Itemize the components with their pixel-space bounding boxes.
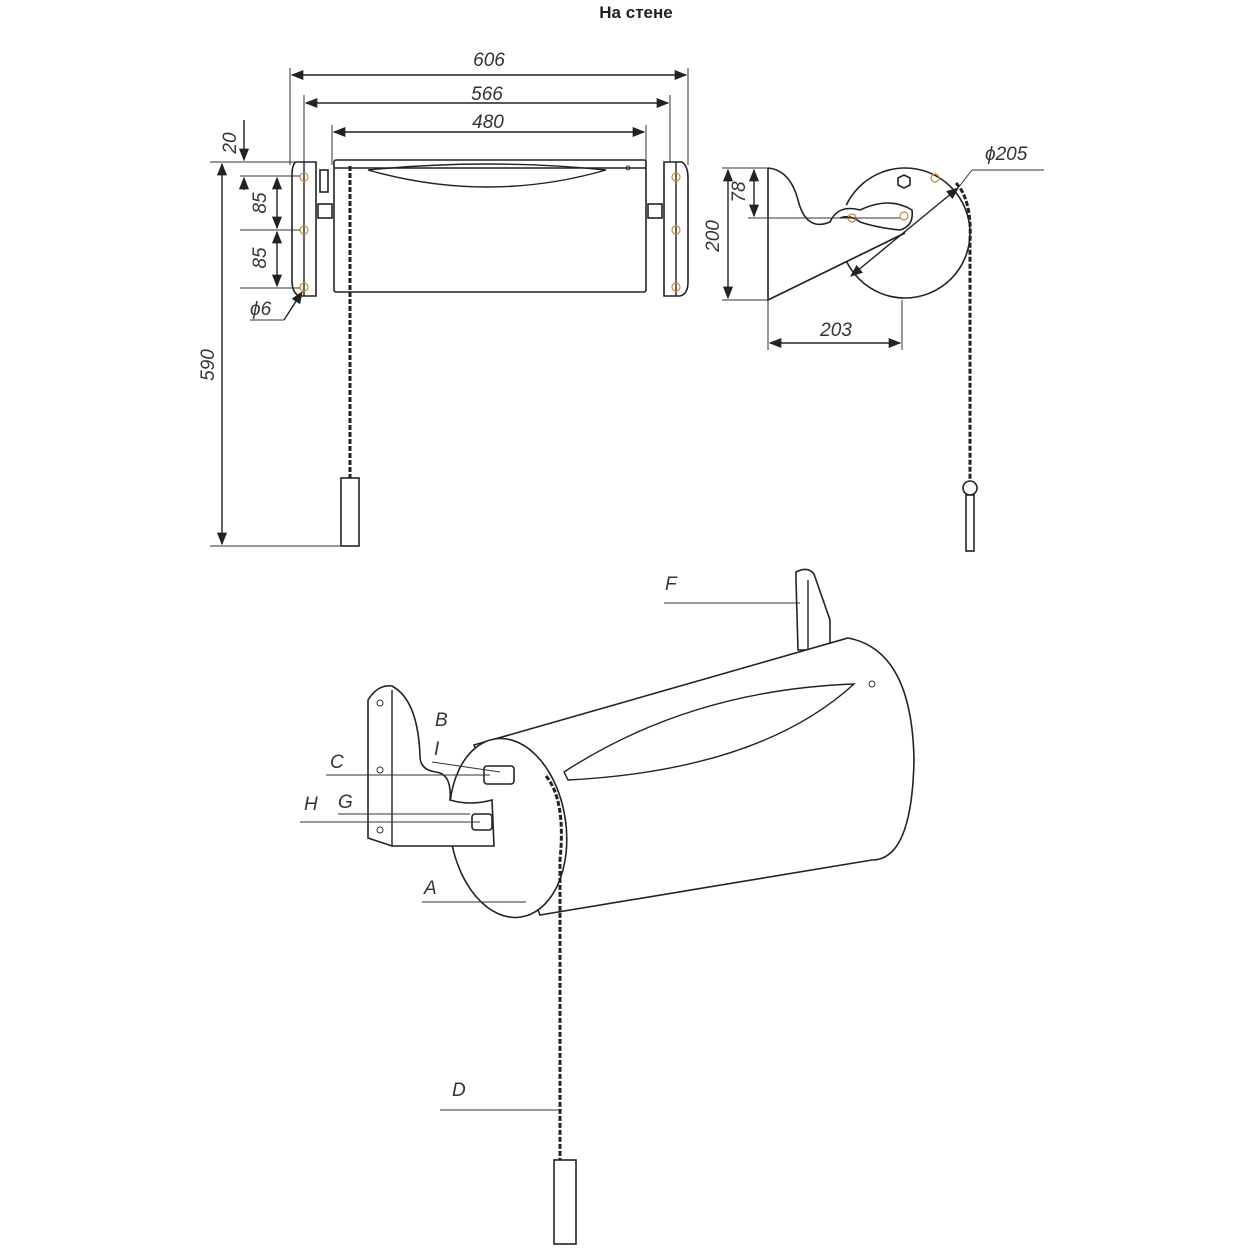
mounting-hole: [671, 225, 681, 235]
mounting-hole: [299, 172, 309, 182]
label-g: G: [338, 792, 353, 813]
dimension-phi205: ϕ205: [985, 144, 1028, 165]
dimension-606: 606: [473, 50, 505, 71]
wall-bracket: [367, 684, 495, 847]
label-f: F: [665, 574, 678, 595]
mounting-hole: [671, 172, 681, 182]
label-h: H: [304, 794, 318, 815]
pull-chain-side: [954, 181, 972, 480]
label-a: A: [423, 878, 437, 899]
dimension-85-upper: 85: [250, 192, 271, 214]
pull-chain-iso: [544, 775, 563, 1160]
nut: [897, 174, 911, 189]
isometric-view: F B I C H G A D: [300, 568, 915, 1245]
front-view: 606 566 480: [198, 50, 689, 547]
label-i: I: [434, 739, 440, 760]
label-d: D: [452, 1080, 466, 1101]
dimension-566: 566: [471, 84, 503, 105]
mounting-hole: [671, 282, 681, 292]
mounting-hole: [299, 282, 309, 292]
pull-weight: [340, 477, 360, 547]
label-b: B: [435, 710, 448, 731]
pull-weight-side: [965, 494, 975, 552]
dimension-phi6: ϕ6: [250, 299, 272, 320]
dimension-78: 78: [729, 181, 750, 203]
heater-cylinder: [472, 637, 915, 916]
pull-weight-iso: [553, 1159, 577, 1245]
dimension-590: 590: [198, 349, 219, 381]
dimension-203: 203: [819, 320, 852, 341]
side-view: 200 78 ϕ205 203: [703, 144, 1044, 552]
page-title: На стене: [599, 3, 673, 22]
heater-body-front: [333, 159, 647, 293]
bracket-f: [795, 568, 831, 651]
dimension-200: 200: [703, 220, 724, 253]
label-c: C: [330, 752, 344, 773]
heater-slot-iso: [563, 683, 856, 781]
heater-slot: [367, 163, 607, 188]
dimension-480: 480: [472, 112, 504, 133]
dimension-20: 20: [220, 132, 241, 155]
dimension-85-lower: 85: [250, 247, 271, 269]
